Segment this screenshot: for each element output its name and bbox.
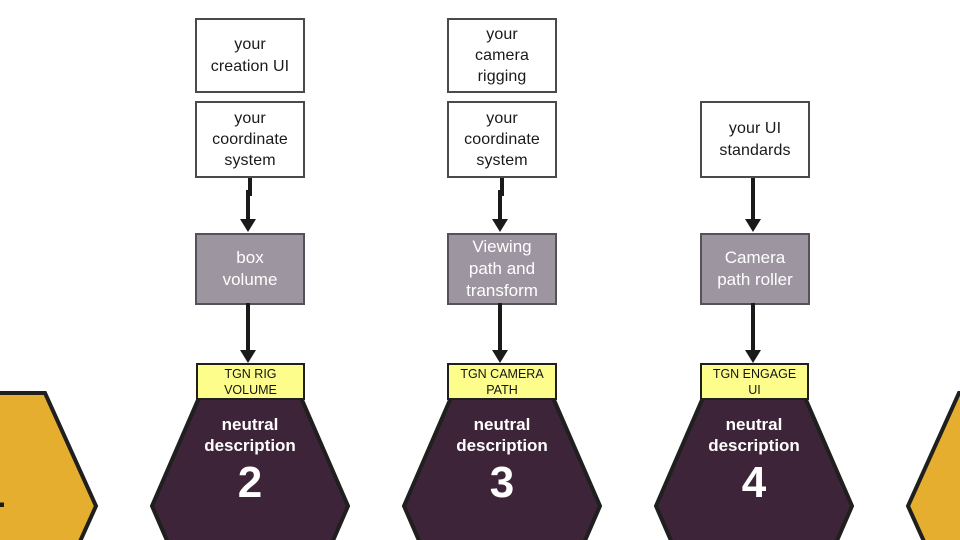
col1-input-bottom-box[interactable]: your coordinate system [195,101,305,178]
hex-right-shape [905,391,960,540]
col2-hexagon[interactable]: neutral description 3 [401,391,603,540]
col2-arrow-process-to-tag [486,303,514,363]
col1-tag-label: TGN RIG VOLUME [224,366,277,397]
col2-input-top-box[interactable]: your camera rigging [447,18,557,93]
col3-tag-box[interactable]: TGN ENGAGE UI [700,363,809,400]
col2-hex-shape [401,391,603,540]
col2-input-bottom-box[interactable]: your coordinate system [447,101,557,178]
col3-process-box[interactable]: Camera path roller [700,233,810,305]
col1-hexagon[interactable]: neutral description 2 [149,391,351,540]
col1-arrow-process-to-tag [234,303,262,363]
hex-left-shape [0,391,99,540]
col3-input-bottom-box[interactable]: your UI standards [700,101,810,178]
col3-hexagon[interactable]: neutral description 4 [653,391,855,540]
col1-arrow-input-to-process [234,190,262,232]
col3-arrow-process-to-tag [739,303,767,363]
hex-left-partial[interactable]: 1 [0,391,99,540]
col3-process-label: Camera path roller [717,248,793,289]
col1-input-top-label: your creation UI [210,36,290,75]
col1-input-top-box[interactable]: your creation UI [195,18,305,93]
col1-hex-shape [149,391,351,540]
col1-process-label: box volume [222,248,278,289]
col3-tag-label: TGN ENGAGE UI [712,366,797,397]
col2-process-label: Viewing path and transform [466,237,538,300]
col1-stub-connector [248,178,252,196]
col2-tag-label: TGN CAMERA PATH [460,366,544,397]
col2-input-bottom-label: your coordinate system [464,109,540,170]
col2-process-box[interactable]: Viewing path and transform [447,233,557,305]
col1-input-bottom-label: your coordinate system [212,109,288,170]
col2-input-top-label: your camera rigging [475,25,529,86]
col3-hex-shape [653,391,855,540]
hex-right-partial[interactable] [905,391,960,540]
col3-arrow-input-to-process [739,178,767,232]
col2-stub-connector [500,178,504,196]
col1-tag-box[interactable]: TGN RIG VOLUME [196,363,305,400]
col3-input-bottom-label: your UI standards [719,120,791,159]
col2-arrow-input-to-process [486,190,514,232]
col1-process-box[interactable]: box volume [195,233,305,305]
col2-tag-box[interactable]: TGN CAMERA PATH [447,363,557,400]
